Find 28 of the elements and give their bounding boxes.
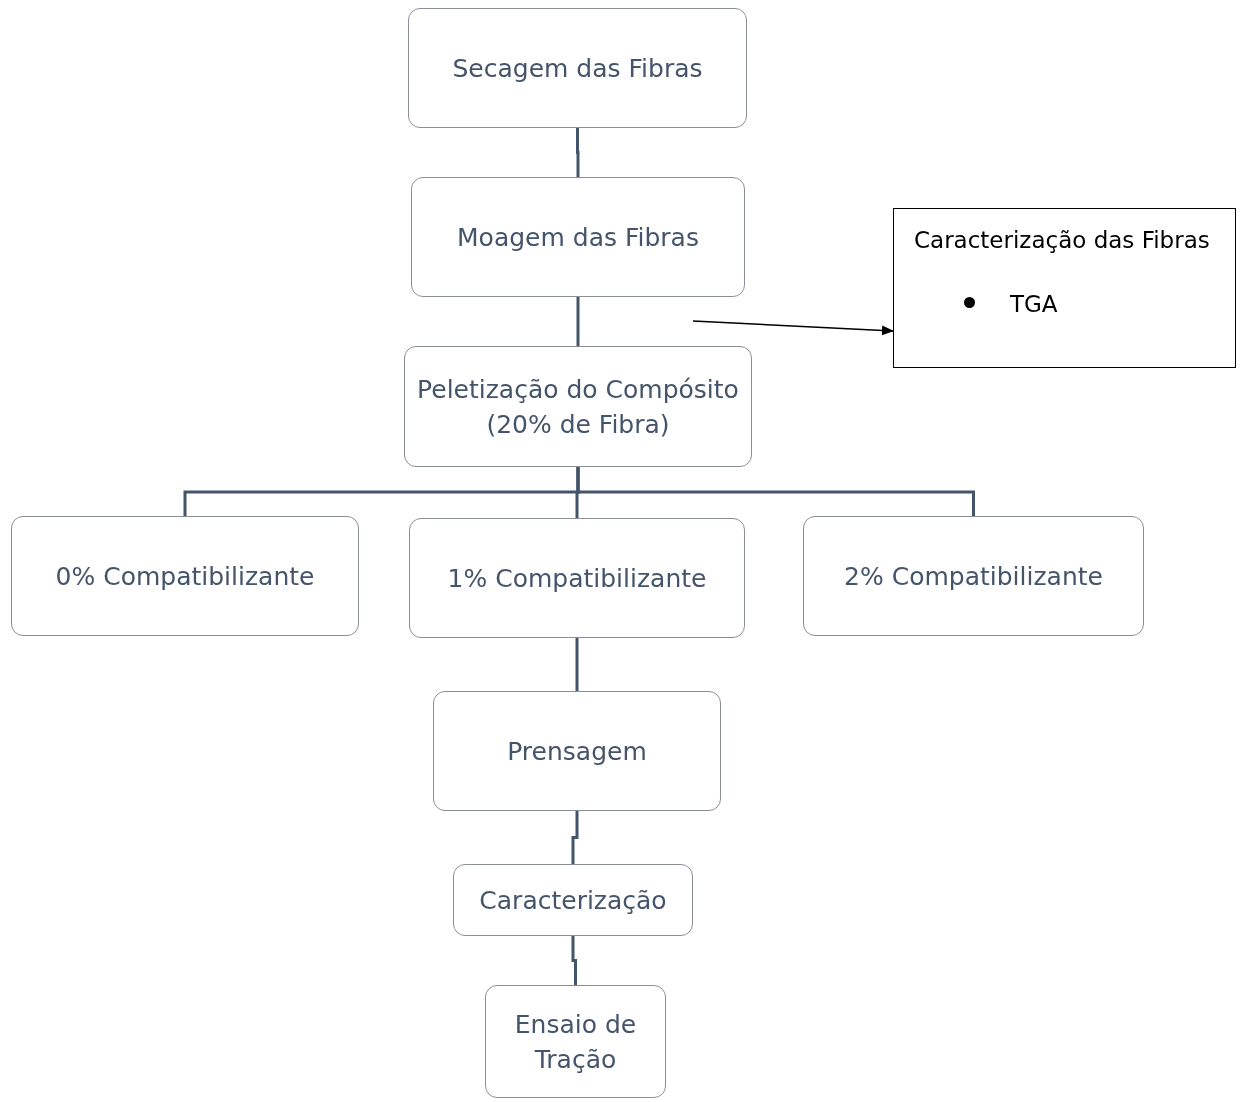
connector-line bbox=[576, 297, 580, 346]
process-box bbox=[411, 177, 745, 297]
process-box bbox=[433, 691, 721, 811]
connector-line bbox=[576, 467, 975, 516]
box-label: Caracterização bbox=[479, 884, 667, 917]
box-label: 2% Compatibilizante bbox=[844, 560, 1103, 593]
note-box bbox=[893, 208, 1236, 368]
process-box bbox=[11, 516, 359, 636]
process-box bbox=[453, 864, 693, 936]
connector-line bbox=[576, 128, 580, 177]
box-label: Ensaio de Tração bbox=[513, 1008, 638, 1076]
box-label: Peletização do Compósito (20% de Fibra) bbox=[416, 373, 740, 441]
list-item: TGA bbox=[1010, 290, 1058, 319]
process-box bbox=[409, 518, 745, 638]
connector-line bbox=[571, 811, 579, 864]
process-box bbox=[404, 346, 752, 467]
box-label: Prensagem bbox=[507, 735, 647, 768]
box-label: 0% Compatibilizante bbox=[55, 560, 315, 593]
box-heading: Caracterização das Fibras bbox=[914, 226, 1211, 255]
connector-line bbox=[571, 936, 577, 985]
box-label: Secagem das Fibras bbox=[452, 52, 703, 85]
process-box bbox=[485, 985, 666, 1098]
box-label: Moagem das Fibras bbox=[457, 221, 699, 254]
process-box bbox=[803, 516, 1144, 636]
box-label: 1% Compatibilizante bbox=[447, 562, 707, 595]
process-box bbox=[408, 8, 747, 128]
connector-line bbox=[575, 638, 579, 691]
arrow bbox=[692, 320, 894, 336]
